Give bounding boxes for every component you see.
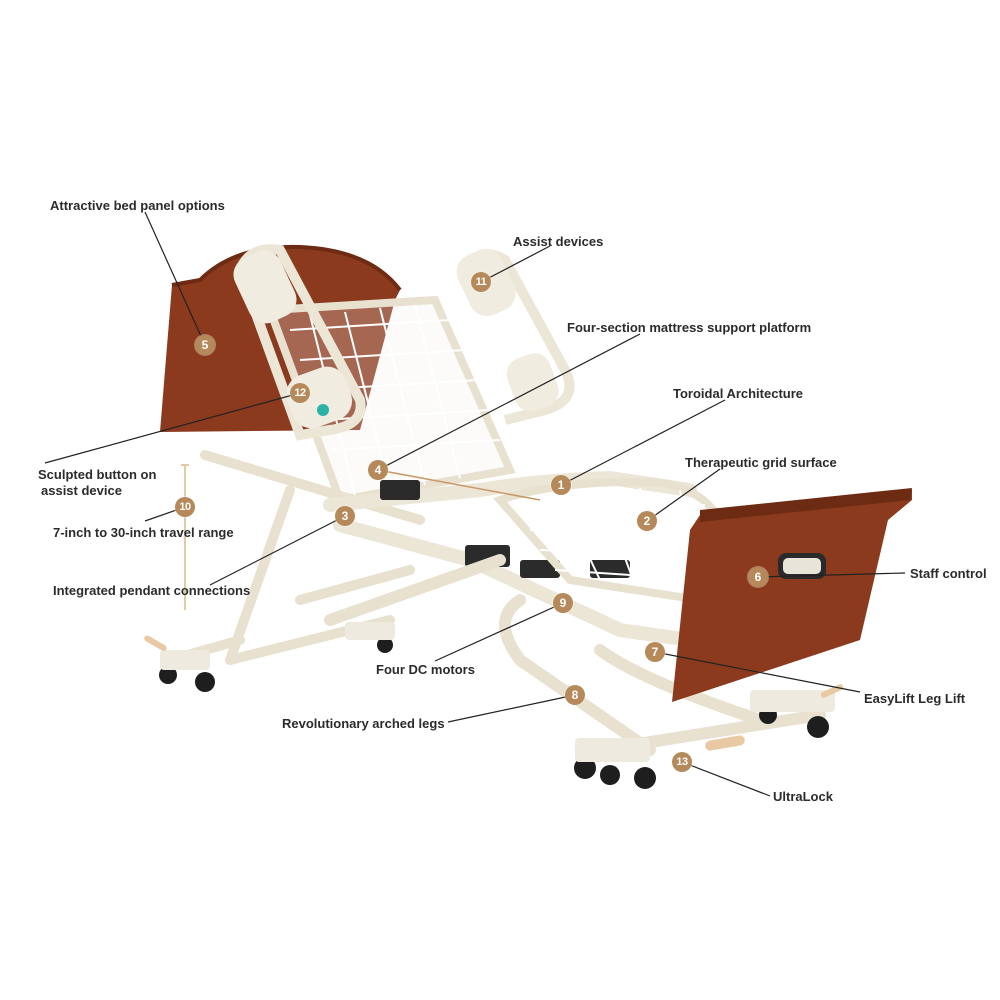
label-sculpted-button: Sculpted button on assist device xyxy=(38,467,156,499)
main-frame xyxy=(323,470,697,647)
badge-5: 5 xyxy=(195,335,215,355)
label-toroidal-architecture: Toroidal Architecture xyxy=(673,386,804,401)
badge-10: 10 xyxy=(175,497,195,517)
label-mattress-support-platform: Four-section mattress support platform xyxy=(567,320,812,335)
label-staff-control: Staff control xyxy=(910,566,987,581)
badge-7: 7 xyxy=(645,642,665,662)
footboard-panel xyxy=(672,488,912,702)
label-travel-range: 7-inch to 30-inch travel range xyxy=(53,525,234,540)
badge-11: 11 xyxy=(471,272,491,292)
badge-8: 8 xyxy=(565,685,585,705)
label-dc-motors: Four DC motors xyxy=(376,662,475,677)
label-easylift-leg-lift: EasyLift Leg Lift xyxy=(864,691,966,706)
assist-device-left xyxy=(233,244,366,441)
label-therapeutic-grid: Therapeutic grid surface xyxy=(685,455,837,470)
assist-button xyxy=(317,404,329,416)
head-end-base xyxy=(165,450,425,665)
badge-9: 9 xyxy=(553,593,573,613)
label-arched-legs: Revolutionary arched legs xyxy=(282,716,445,731)
badge-6: 6 xyxy=(748,567,768,587)
mattress-platform-accent-line xyxy=(377,469,541,501)
badge-1: 1 xyxy=(551,475,571,495)
label-bed-panel-options: Attractive bed panel options xyxy=(50,198,225,213)
badge-13: 13 xyxy=(672,752,692,772)
leader-lines xyxy=(44,211,906,797)
label-ultralock: UltraLock xyxy=(773,789,833,804)
caster-housings xyxy=(160,622,835,762)
label-sculpted-button-line2: assist device xyxy=(41,483,122,498)
badge-12: 12 xyxy=(290,383,310,403)
badge-3: 3 xyxy=(335,506,355,526)
label-pendant-connections: Integrated pendant connections xyxy=(53,583,251,598)
label-sculpted-button-line1: Sculpted button on xyxy=(38,467,157,482)
label-assist-devices: Assist devices xyxy=(513,234,604,249)
badge-4: 4 xyxy=(368,460,388,480)
badge-2: 2 xyxy=(637,511,657,531)
